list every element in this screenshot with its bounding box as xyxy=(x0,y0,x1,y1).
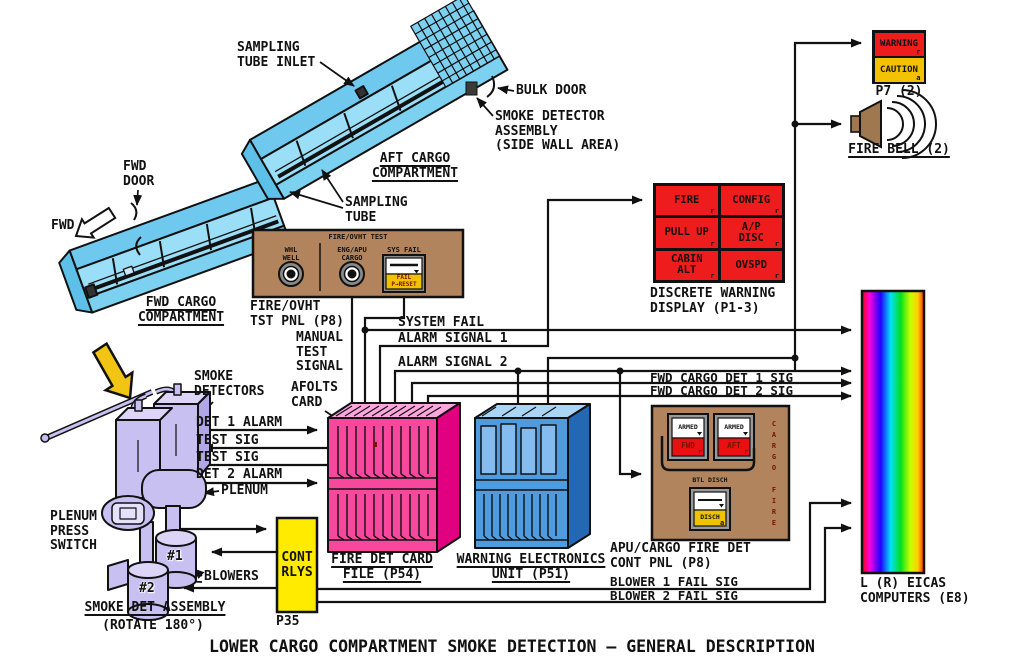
fwd-direction-label: FWD xyxy=(51,218,75,233)
armed-aft-sub: r xyxy=(744,448,749,456)
afolts-card-label: AFOLTS CARD xyxy=(291,380,338,410)
alarm-signal-2-label: ALARM SIGNAL 2 xyxy=(398,355,508,370)
pointer-arrow-icon xyxy=(91,341,134,400)
cont-rlys-box xyxy=(275,516,319,614)
whl-well-caption: WHL WELL xyxy=(282,246,300,263)
fwd-cargo-compartment-graphic xyxy=(58,177,291,314)
smoke-det-assembly-label: SMOKE DET ASSEMBLY xyxy=(84,600,226,615)
eicas-computers-block xyxy=(860,289,926,575)
cargo-fire-side-caption: CARGO FIRE xyxy=(770,420,778,530)
eicas-computers-label: L (R) EICAS COMPUTERS (E8) xyxy=(860,576,970,606)
test-sig-1-label: TEST SIG xyxy=(196,433,259,448)
manual-test-signal-label: MANUAL TEST SIGNAL xyxy=(296,330,343,375)
fwd-door-curl xyxy=(130,202,142,256)
cont-rlys-label: CONT RLYS xyxy=(281,550,313,580)
test-sig-2-label: TEST SIG xyxy=(196,450,259,465)
fail-p-reset-legend: FAIL P→RESET xyxy=(391,274,417,288)
blowers-label: BLOWERS xyxy=(204,569,259,584)
aft-cargo-compartment-label: AFT CARGO COMPARTMENT xyxy=(371,151,459,181)
armed-fwd-switch xyxy=(667,413,709,461)
fire-det-card-file-label: FIRE DET CARD FILE (P54) xyxy=(331,552,433,582)
apu-cargo-panel-graphic xyxy=(650,404,791,542)
sampling-tube-inlet-label: SAMPLING TUBE INLET xyxy=(237,40,316,70)
whl-well-knob xyxy=(278,261,304,287)
blower-1-tag: #1 xyxy=(167,549,183,564)
det-1-alarm-label: DET 1 ALARM xyxy=(196,415,283,430)
disch-sub: a xyxy=(720,519,725,527)
blower-1-fail-sig-label: BLOWER 1 FAIL SIG xyxy=(610,574,738,589)
fire-ovht-test-title: FIRE/OVHT TEST xyxy=(328,233,388,241)
armed-fwd-sub: r xyxy=(698,448,703,456)
page-title: LOWER CARGO COMPARTMENT SMOKE DETECTION … xyxy=(209,637,815,656)
fwd-cargo-det-1-sig-label: FWD CARGO DET 1 SIG xyxy=(650,370,793,385)
warning-electronics-unit-graphic xyxy=(474,403,591,549)
system-fail-label: SYSTEM FAIL xyxy=(398,315,485,330)
disch-caption: DISCH xyxy=(700,513,720,521)
armed-aft-top-caption: ARMED xyxy=(724,423,744,431)
armed-fwd-top-caption: ARMED xyxy=(678,423,698,431)
smoke-det-assembly-graphic xyxy=(40,383,211,621)
discrete-warning-display-label: DISCRETE WARNING DISPLAY (P1-3) xyxy=(650,286,776,316)
warning-electronics-unit-label: WARNING ELECTRONICS UNIT (P51) xyxy=(456,552,606,582)
fire-bell-label: FIRE BELL (2) xyxy=(848,142,950,157)
sampling-tube-label: SAMPLING TUBE xyxy=(345,195,408,225)
btl-disch-caption: BTL DISCH xyxy=(692,476,728,484)
eng-apu-cargo-caption: ENG/APU CARGO xyxy=(337,246,367,263)
signal-wires xyxy=(162,38,862,604)
fire-ovht-test-panel-graphic xyxy=(251,228,465,299)
fire-ovht-panel-label: FIRE/OVHT TST PNL (P8) xyxy=(250,299,344,329)
btl-disch-switch xyxy=(689,487,731,531)
armed-aft-switch xyxy=(713,413,755,461)
bulk-door-label: BULK DOOR xyxy=(516,83,587,98)
aft-cargo-compartment-graphic xyxy=(240,0,509,200)
sys-fail-caption: SYS FAIL xyxy=(387,246,421,254)
apu-cargo-panel-label: APU/CARGO FIRE DET CONT PNL (P8) xyxy=(610,541,751,571)
det-2-alarm-label: DET 2 ALARM xyxy=(196,467,283,482)
blower-2-fail-sig-label: BLOWER 2 FAIL SIG xyxy=(610,588,738,603)
eng-apu-cargo-knob xyxy=(339,261,365,287)
fwd-cargo-det-2-sig-label: FWD CARGO DET 2 SIG xyxy=(650,383,793,398)
blower-2-tag: #2 xyxy=(139,581,155,596)
fire-det-card-file-graphic xyxy=(327,402,461,553)
sidewall-detector-label: SMOKE DETECTOR ASSEMBLY (SIDE WALL AREA) xyxy=(495,109,621,154)
armed-aft-bottom-caption: AFT xyxy=(727,441,741,450)
plenum-press-switch-label: PLENUM PRESS SWITCH xyxy=(50,509,97,554)
fwd-direction-arrow-icon xyxy=(74,206,117,239)
smoke-detectors-label: SMOKE DETECTORS xyxy=(194,369,265,399)
sidewall-detector-box xyxy=(465,81,478,96)
p35-label: P35 xyxy=(276,614,300,629)
wire-junction-dots xyxy=(361,120,799,375)
armed-fwd-bottom-caption: FWD xyxy=(681,441,695,450)
p7-label: P7 (2) xyxy=(875,84,923,99)
plenum-label: PLENUM xyxy=(221,483,268,498)
detector-cage-grid xyxy=(410,0,501,88)
fire-bell-icon xyxy=(850,89,937,159)
sys-fail-indicator xyxy=(382,254,426,293)
fwd-cargo-compartment-label: FWD CARGO COMPARTMENT xyxy=(137,295,225,325)
fwd-door-label: FWD DOOR xyxy=(123,159,155,189)
alarm-signal-1-label: ALARM SIGNAL 1 xyxy=(398,331,508,346)
bulk-door-curl xyxy=(486,75,496,98)
rotate-180-label: (ROTATE 180°) xyxy=(102,618,204,633)
